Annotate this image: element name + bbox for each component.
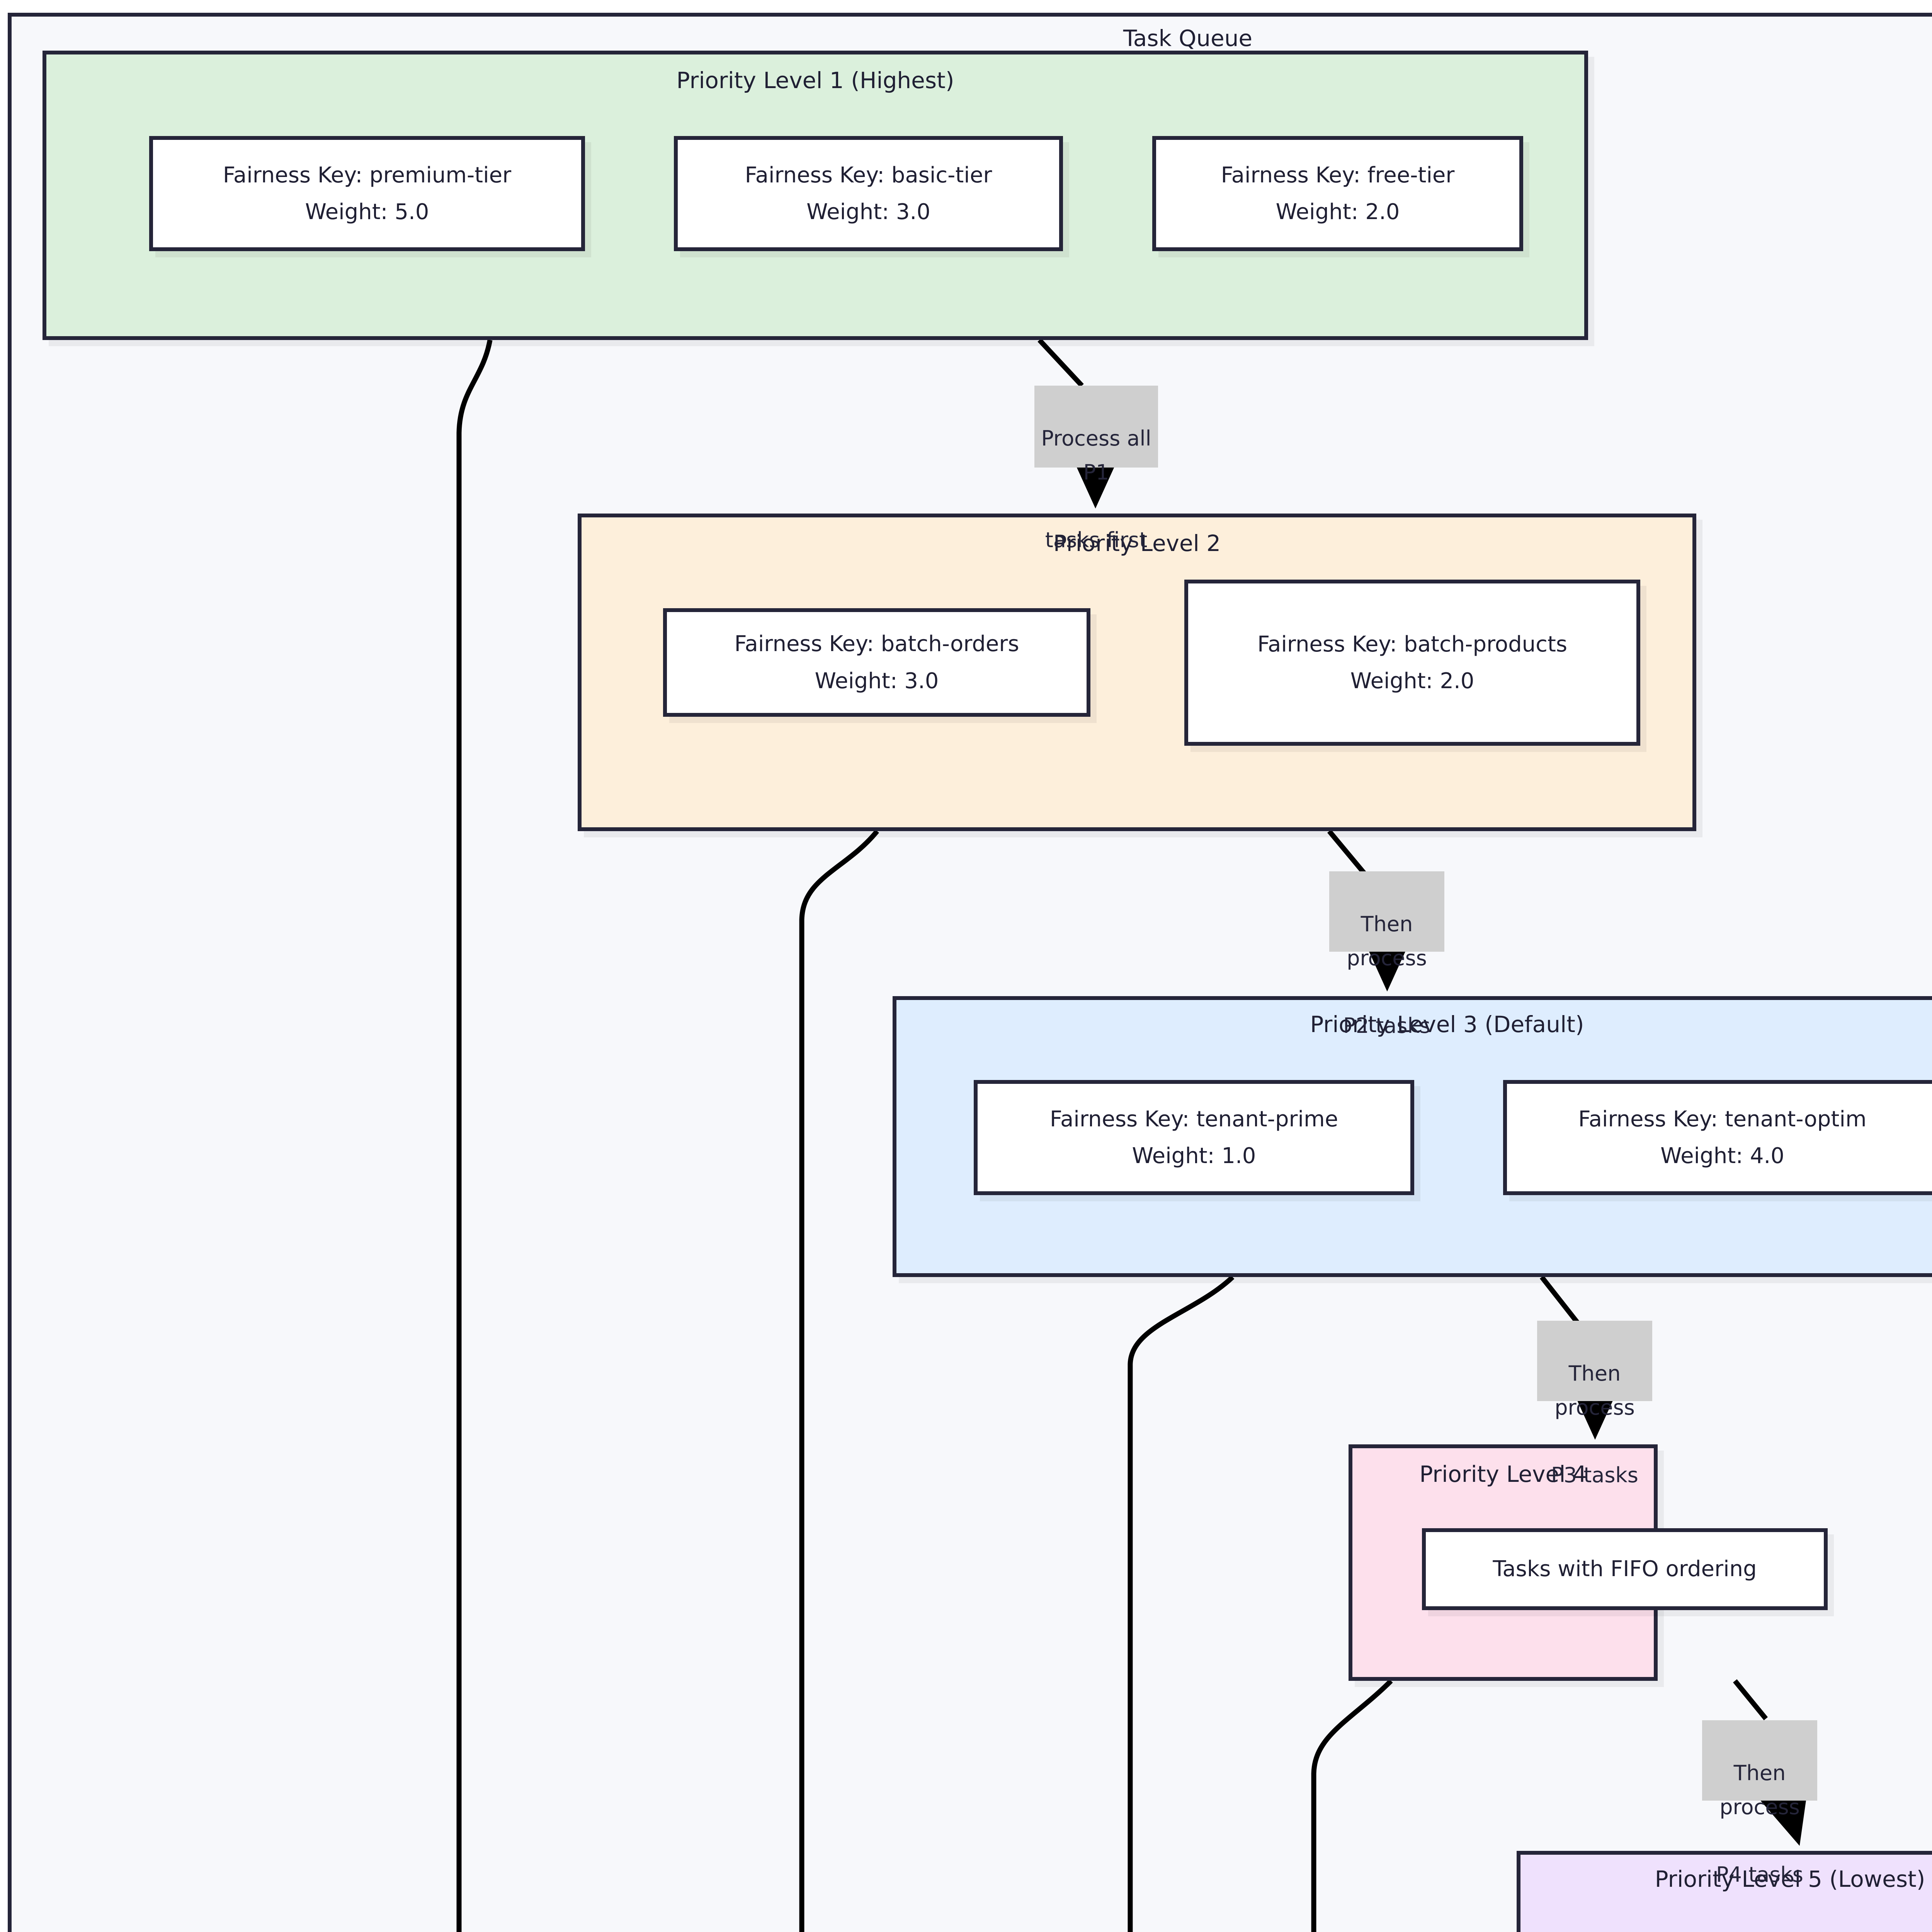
fairness-weight-label: Weight: 2.0 bbox=[1350, 668, 1475, 694]
fairness-weight-label: Weight: 1.0 bbox=[1132, 1143, 1256, 1168]
edge-label-p2-p3: Then process P2 tasks bbox=[1329, 871, 1444, 1038]
fairness-key-label: Fairness Key: basic-tier bbox=[745, 162, 992, 188]
fairness-node-batch-orders[interactable]: Fairness Key: batch-orders Weight: 3.0 bbox=[663, 608, 1090, 717]
cluster-title-p1: Priority Level 1 (Highest) bbox=[676, 67, 954, 94]
fairness-node-premium-tier[interactable]: Fairness Key: premium-tier Weight: 5.0 bbox=[149, 136, 585, 251]
cluster-priority-level-5[interactable]: Priority Level 5 (Lowest) bbox=[1517, 1851, 1932, 1932]
fairness-node-basic-tier[interactable]: Fairness Key: basic-tier Weight: 3.0 bbox=[674, 136, 1063, 251]
fairness-weight-label: Weight: 2.0 bbox=[1276, 199, 1400, 224]
fifo-node-p4[interactable]: Tasks with FIFO ordering bbox=[1422, 1528, 1828, 1610]
edge-label-line2: P2 tasks bbox=[1343, 1013, 1430, 1038]
edge-label-line2: P3 tasks bbox=[1551, 1463, 1638, 1487]
cluster-title-p4: Priority Level 4 bbox=[1419, 1461, 1587, 1487]
edge-label-line2: tasks first bbox=[1045, 527, 1148, 552]
fairness-key-label: Fairness Key: batch-orders bbox=[734, 631, 1019, 657]
edge-label-p3-p4: Then process P3 tasks bbox=[1537, 1321, 1652, 1487]
fairness-node-tenant-optim[interactable]: Fairness Key: tenant-optim Weight: 4.0 bbox=[1503, 1080, 1932, 1195]
fairness-key-label: Fairness Key: tenant-optim bbox=[1578, 1106, 1867, 1132]
fairness-node-tenant-prime[interactable]: Fairness Key: tenant-prime Weight: 1.0 bbox=[974, 1080, 1414, 1195]
edge-label-line1: Then process bbox=[1347, 912, 1427, 970]
cluster-title-p3: Priority Level 3 (Default) bbox=[1310, 1011, 1584, 1037]
edge-label-line1: Then process bbox=[1719, 1761, 1800, 1819]
edge-label-line1: Then process bbox=[1554, 1361, 1635, 1420]
edge-label-line1: Process all P1 bbox=[1041, 426, 1151, 485]
fairness-weight-label: Weight: 3.0 bbox=[806, 199, 930, 224]
fairness-key-label: Fairness Key: free-tier bbox=[1221, 162, 1455, 188]
page-title: Task Queue bbox=[1123, 25, 1253, 51]
fairness-weight-label: Weight: 3.0 bbox=[815, 668, 939, 694]
fairness-key-label: Fairness Key: batch-products bbox=[1257, 631, 1568, 657]
fairness-weight-label: Weight: 4.0 bbox=[1660, 1143, 1784, 1168]
cluster-title-p2: Priority Level 2 bbox=[1053, 530, 1221, 556]
edge-label-p1-p2: Process all P1 tasks first bbox=[1034, 386, 1158, 552]
edge-label-line2: P4 tasks bbox=[1716, 1862, 1803, 1887]
fairness-node-free-tier[interactable]: Fairness Key: free-tier Weight: 2.0 bbox=[1152, 136, 1523, 251]
fairness-key-label: Fairness Key: premium-tier bbox=[223, 162, 512, 188]
edge-label-p4-p5: Then process P4 tasks bbox=[1702, 1720, 1817, 1887]
fairness-weight-label: Weight: 5.0 bbox=[305, 199, 429, 224]
fairness-key-label: Fairness Key: tenant-prime bbox=[1049, 1106, 1338, 1132]
cluster-title-p5: Priority Level 5 (Lowest) bbox=[1655, 1866, 1925, 1892]
fifo-label: Tasks with FIFO ordering bbox=[1493, 1556, 1757, 1582]
fairness-node-batch-products[interactable]: Fairness Key: batch-products Weight: 2.0 bbox=[1184, 580, 1640, 746]
